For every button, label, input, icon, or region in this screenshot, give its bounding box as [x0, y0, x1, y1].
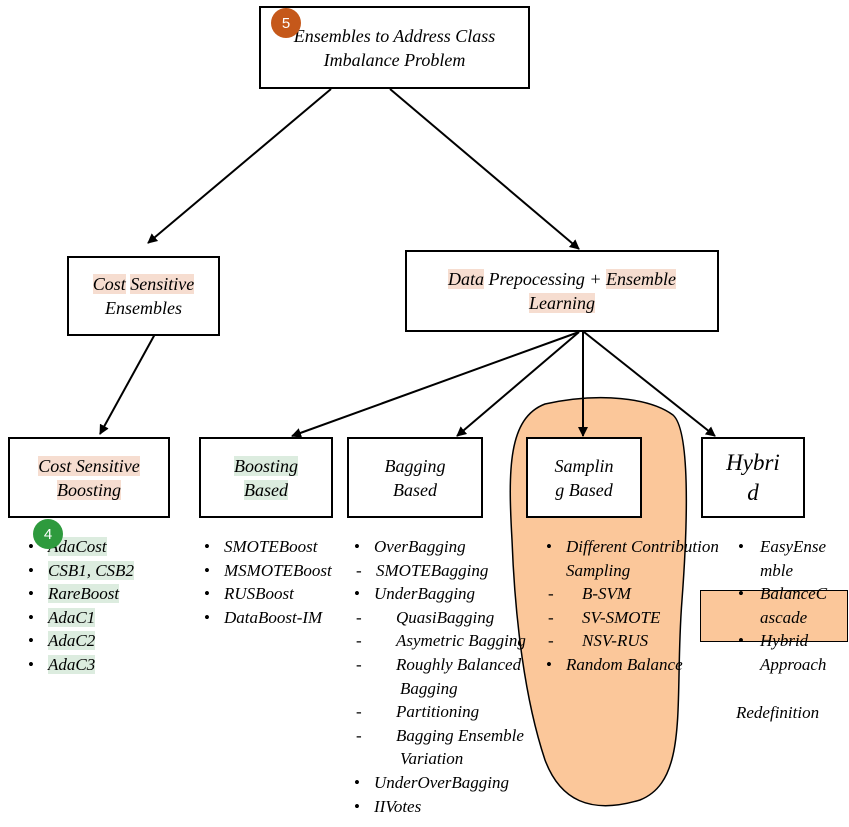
list-item: Partitioning	[352, 700, 526, 724]
sampling-list: Different Contribution Sampling B-SVM SV…	[544, 535, 719, 677]
node-cost-sensitive-ensembles: Cost Sensitive Ensembles	[67, 256, 220, 336]
list-item: Hybrid	[736, 629, 827, 653]
cost-ensembles-word2: Sensitive	[130, 274, 195, 294]
list-item: EasyEnse	[736, 535, 827, 559]
cost-boosting-line2: Boosting	[56, 479, 121, 500]
root-line1: Ensembles to Address Class	[293, 25, 496, 46]
node-hybrid: Hybri d	[701, 437, 805, 518]
list-item: Asymetric Bagging	[352, 629, 526, 653]
edge-data-hybrid	[583, 331, 716, 437]
root-line2: Imbalance Problem	[323, 49, 466, 70]
edge-root-data	[389, 88, 580, 250]
hybrid-list: EasyEnse mble BalanceC ascade Hybrid App…	[736, 535, 827, 724]
cost-ensembles-word1: Cost	[92, 274, 126, 294]
list-item: Redefinition	[736, 702, 820, 722]
list-item: mble	[760, 560, 794, 580]
node-bagging-based: Bagging Based	[347, 437, 483, 518]
list-item: ascade	[760, 607, 808, 627]
node-boosting-based: Boosting Based	[199, 437, 333, 518]
edge-data-bagging	[456, 331, 580, 437]
list-item: IIVotes	[352, 795, 526, 819]
list-item: DataBoost-IM	[202, 606, 332, 630]
hybrid-line2: d	[747, 479, 759, 505]
bagging-based-line2: Based	[393, 479, 437, 500]
list-item: Different Contribution	[544, 535, 719, 559]
list-item: AdaC2	[26, 629, 134, 653]
annotation-badge-5: 5	[271, 8, 301, 38]
edge-data-boosting	[291, 331, 580, 438]
list-item: RUSBoost	[202, 582, 332, 606]
list-item: Bagging	[400, 678, 458, 698]
list-item: BalanceC	[736, 582, 827, 606]
list-item: CSB1, CSB2	[26, 559, 134, 583]
node-data-preprocessing: Data Prepocessing + Ensemble Learning	[405, 250, 719, 332]
bagging-list: OverBagging SMOTEBagging UnderBagging Qu…	[352, 535, 526, 818]
sampling-based-line1: Samplin	[554, 455, 614, 476]
data-word: Data	[448, 269, 485, 289]
list-item: Variation	[400, 749, 464, 769]
list-item: SMOTEBoost	[202, 535, 332, 559]
hybrid-line1: Hybri	[726, 449, 780, 475]
list-item: SV-SMOTE	[544, 606, 719, 630]
boosting-based-line2: Based	[243, 479, 288, 500]
ensemble-word: Ensemble	[605, 269, 676, 289]
cost-boosting-list: AdaCost CSB1, CSB2 RareBoost AdaC1 AdaC2…	[26, 535, 134, 677]
list-item: B-SVM	[544, 582, 719, 606]
node-cost-sensitive-boosting: Cost Sensitive Boosting	[8, 437, 170, 518]
annotation-badge-4: 4	[33, 519, 63, 549]
cost-boosting-line1: Cost Sensitive	[38, 455, 140, 476]
node-root: Ensembles to Address Class Imbalance Pro…	[259, 6, 530, 89]
list-item: Approach	[760, 654, 827, 674]
list-item: Roughly Balanced	[352, 653, 526, 677]
list-item: Bagging Ensemble	[352, 724, 526, 748]
list-item: AdaC1	[26, 606, 134, 630]
node-sampling-based: Samplin g Based	[526, 437, 642, 518]
list-item: RareBoost	[26, 582, 134, 606]
list-item: UnderBagging	[352, 582, 526, 606]
edge-root-cost	[147, 88, 332, 244]
learning-word: Learning	[528, 293, 595, 313]
list-item: SMOTEBagging	[352, 559, 526, 583]
list-item: OverBagging	[352, 535, 526, 559]
list-item: MSMOTEBoost	[202, 559, 332, 583]
list-item: UnderOverBagging	[352, 771, 526, 795]
list-item: AdaC3	[26, 653, 134, 677]
bagging-based-line1: Bagging	[384, 455, 446, 476]
sampling-based-line2: g Based	[555, 479, 613, 500]
boosting-based-line1: Boosting	[233, 455, 298, 476]
edge-cost-boost	[99, 333, 156, 435]
list-item: Sampling	[566, 560, 631, 580]
boosting-list: SMOTEBoost MSMOTEBoost RUSBoost DataBoos…	[202, 535, 332, 629]
list-item: QuasiBagging	[352, 606, 526, 630]
prepocessing-word: Prepocessing +	[488, 269, 602, 289]
cost-ensembles-line2: Ensembles	[105, 298, 182, 318]
list-item: NSV-RUS	[544, 629, 719, 653]
list-item: Random Balance	[544, 653, 719, 677]
list-item: AdaCost	[26, 535, 134, 559]
